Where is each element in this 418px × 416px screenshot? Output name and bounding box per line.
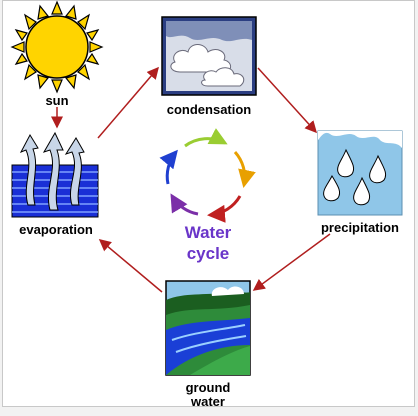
arrow-evaporation-to-condensation — [97, 66, 159, 139]
sun-icon — [10, 0, 104, 94]
condensation-icon — [161, 16, 257, 96]
diagram-title: Water cycle — [158, 222, 258, 264]
label-sun: sun — [45, 93, 69, 108]
cycle-arrows — [51, 66, 331, 293]
title-line-1: Water — [184, 223, 232, 242]
label-evaporation: evaporation — [19, 222, 93, 237]
label-ground: ground — [185, 380, 231, 395]
arrow-condensation-to-precipitation — [257, 67, 318, 134]
arrow-precipitation-to-groundwater — [252, 233, 331, 291]
precipitation-icon — [317, 130, 403, 216]
label-condensation: condensation — [166, 102, 252, 117]
ground-water-icon — [165, 280, 251, 376]
label-precipitation: precipitation — [320, 220, 399, 235]
title-line-2: cycle — [186, 244, 230, 263]
cycle-icon — [159, 128, 256, 223]
arrow-groundwater-to-evaporation — [98, 239, 163, 293]
evaporation-icon — [11, 131, 99, 218]
label-water: water — [191, 394, 225, 409]
